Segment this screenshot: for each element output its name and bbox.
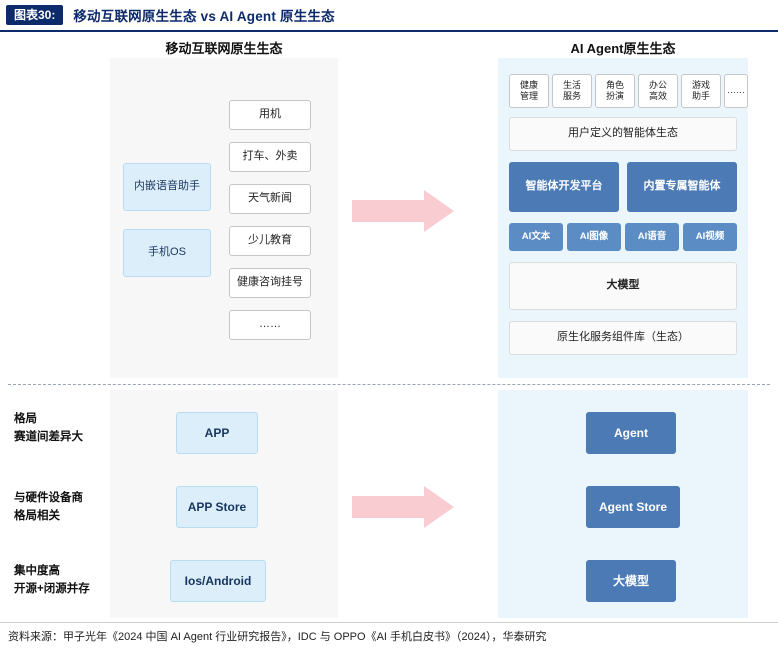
user-defined-ecosystem-box: 用户定义的智能体生态 bbox=[509, 117, 737, 151]
right-column-title: AI Agent原生生态 bbox=[570, 41, 676, 56]
agent-store-box: Agent Store bbox=[586, 486, 680, 528]
row-label-2: 集中度高 开源+闭源并存 bbox=[14, 562, 90, 598]
ios-android-box: Ios/Android bbox=[170, 560, 266, 602]
left-column-title: 移动互联网原生生态 bbox=[165, 41, 283, 56]
chart-title: 移动互联网原生生态 vs AI Agent 原生生态 bbox=[73, 9, 335, 24]
arrow-bottom bbox=[352, 486, 454, 528]
section-divider bbox=[8, 384, 770, 385]
agent-chip-4: 游戏 助手 bbox=[681, 74, 721, 108]
chart-number-badge: 图表30: bbox=[6, 5, 64, 25]
row-label-0-line1: 格局 bbox=[14, 413, 37, 425]
arrow-top bbox=[352, 190, 454, 232]
ai-voice-box: AI语音 bbox=[625, 223, 679, 251]
agent-chip-3: 办公 高效 bbox=[638, 74, 678, 108]
left-box-voice-assistant: 内嵌语音助手 bbox=[123, 163, 211, 211]
app-box: APP bbox=[176, 412, 258, 454]
agent-chip-more: …… bbox=[724, 74, 748, 108]
agent-chip-1: 生活 服务 bbox=[552, 74, 592, 108]
row-label-0: 格局 赛道间差异大 bbox=[14, 410, 83, 446]
left-item-1: 打车、外卖 bbox=[229, 142, 311, 172]
ai-image-box: AI图像 bbox=[567, 223, 621, 251]
left-item-3: 少儿教育 bbox=[229, 226, 311, 256]
left-item-4: 健康咨询挂号 bbox=[229, 268, 311, 298]
agent-box: Agent bbox=[586, 412, 676, 454]
ai-video-box: AI视频 bbox=[683, 223, 737, 251]
row-label-0-line2: 赛道间差异大 bbox=[14, 431, 83, 443]
chart-header: 图表30: 移动互联网原生生态 vs AI Agent 原生生态 bbox=[0, 0, 778, 32]
ai-text-box: AI文本 bbox=[509, 223, 563, 251]
app-store-box: APP Store bbox=[176, 486, 258, 528]
agent-dev-platform-box: 智能体开发平台 bbox=[509, 162, 619, 212]
row-label-1: 与硬件设备商 格局相关 bbox=[14, 489, 83, 525]
agent-chip-2: 角色 扮演 bbox=[595, 74, 635, 108]
left-box-phone-os: 手机OS bbox=[123, 229, 211, 277]
row-label-1-line2: 格局相关 bbox=[14, 510, 60, 522]
row-label-2-line1: 集中度高 bbox=[14, 565, 60, 577]
source-note: 资料来源：甲子光年《2024 中国 AI Agent 行业研究报告》，IDC 与… bbox=[8, 631, 547, 643]
left-item-5: …… bbox=[229, 310, 311, 340]
left-item-2: 天气新闻 bbox=[229, 184, 311, 214]
left-item-0: 用机 bbox=[229, 100, 311, 130]
agent-chip-0: 健康 管理 bbox=[509, 74, 549, 108]
builtin-agent-box: 内置专属智能体 bbox=[627, 162, 737, 212]
row-label-2-line2: 开源+闭源并存 bbox=[14, 583, 90, 595]
service-component-library-box: 原生化服务组件库（生态） bbox=[509, 321, 737, 355]
large-model-bottom-box: 大模型 bbox=[586, 560, 676, 602]
row-label-1-line1: 与硬件设备商 bbox=[14, 492, 83, 504]
large-model-box: 大模型 bbox=[509, 262, 737, 310]
footer: 资料来源：甲子光年《2024 中国 AI Agent 行业研究报告》，IDC 与… bbox=[0, 622, 778, 651]
